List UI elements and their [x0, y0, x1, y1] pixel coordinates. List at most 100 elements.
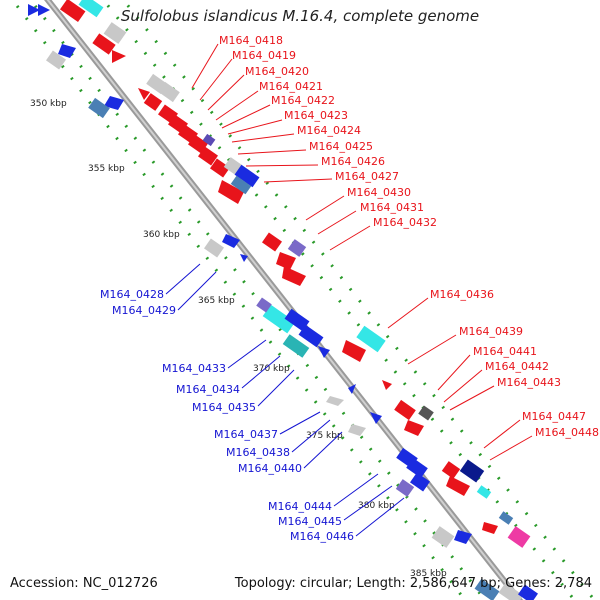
gene-glyph[interactable] — [356, 325, 386, 353]
gene-glyph[interactable] — [476, 485, 492, 499]
gene-glyph[interactable] — [482, 522, 498, 534]
gene-glyph[interactable] — [342, 340, 366, 362]
gene-glyph[interactable] — [92, 33, 116, 55]
gene-glyph[interactable] — [222, 234, 240, 248]
gene-label[interactable]: M164_0442 — [485, 360, 549, 373]
gene-glyph[interactable] — [406, 457, 428, 479]
gene-glyph[interactable] — [382, 380, 392, 390]
gene-glyph[interactable] — [240, 254, 248, 262]
gene-label[interactable]: M164_0431 — [360, 201, 424, 214]
gene-glyph[interactable] — [431, 526, 455, 548]
gene-label[interactable]: M164_0445 — [278, 515, 342, 528]
gene-glyph[interactable] — [518, 584, 538, 600]
gene-glyph[interactable] — [370, 412, 382, 424]
reverse-gene-labels: M164_0428 M164_0429 M164_0433 M164_0434 … — [100, 288, 354, 543]
gene-glyph[interactable] — [282, 334, 310, 358]
gene-glyph[interactable] — [507, 526, 531, 548]
gene-label[interactable]: M164_0429 — [112, 304, 176, 317]
gene-glyph[interactable] — [348, 424, 366, 436]
gene-features — [28, 0, 538, 600]
gene-glyph[interactable] — [395, 479, 415, 497]
accession-text: Accession: NC_012726 — [10, 576, 158, 591]
gene-glyph[interactable] — [210, 158, 230, 178]
gene-glyph[interactable] — [262, 304, 296, 334]
gene-glyph[interactable] — [394, 399, 416, 421]
gene-label[interactable]: M164_0443 — [497, 376, 561, 389]
gene-glyph[interactable] — [104, 96, 124, 110]
gene-glyph[interactable] — [202, 133, 216, 147]
gene-glyph[interactable] — [143, 93, 163, 111]
gene-glyph[interactable] — [326, 396, 344, 406]
gene-label[interactable]: M164_0418 — [219, 34, 283, 47]
genome-summary-text: Topology: circular; Length: 2,586,647 bp… — [234, 576, 592, 591]
gene-label[interactable]: M164_0420 — [245, 65, 309, 78]
scale-label: 355 kbp — [88, 164, 125, 174]
gene-glyph[interactable] — [284, 308, 310, 332]
gene-label[interactable]: M164_0447 — [522, 410, 586, 423]
gene-label[interactable]: M164_0439 — [459, 325, 523, 338]
gene-glyph[interactable] — [454, 530, 472, 544]
gene-label[interactable]: M164_0436 — [430, 288, 494, 301]
gene-glyph[interactable] — [262, 232, 282, 252]
gene-label[interactable]: M164_0425 — [309, 140, 373, 153]
gene-glyph[interactable] — [28, 4, 40, 16]
gene-glyph[interactable] — [38, 4, 50, 16]
gene-glyph[interactable] — [138, 88, 150, 100]
gene-glyph[interactable] — [418, 405, 434, 421]
gene-glyph[interactable] — [410, 472, 430, 492]
scale-label: 365 kbp — [198, 296, 235, 306]
gene-label[interactable]: M164_0430 — [347, 186, 411, 199]
gene-label[interactable]: M164_0437 — [214, 428, 278, 441]
gene-label[interactable]: M164_0424 — [297, 124, 361, 137]
gene-label[interactable]: M164_0421 — [259, 80, 323, 93]
gene-glyph[interactable] — [204, 238, 224, 258]
gene-glyph[interactable] — [276, 252, 296, 270]
gene-label[interactable]: M164_0432 — [373, 216, 437, 229]
gene-glyph[interactable] — [58, 44, 76, 58]
gene-label[interactable]: M164_0422 — [271, 94, 335, 107]
gene-label[interactable]: M164_0427 — [335, 170, 399, 183]
gene-label[interactable]: M164_0435 — [192, 401, 256, 414]
gene-label[interactable]: M164_0426 — [321, 155, 385, 168]
scale-label: 370 kbp — [253, 364, 290, 374]
gene-glyph[interactable] — [103, 22, 127, 44]
gene-label[interactable]: M164_0446 — [290, 530, 354, 543]
gene-glyph[interactable] — [78, 0, 104, 18]
gene-glyph[interactable] — [298, 324, 324, 348]
gene-glyph[interactable] — [88, 97, 110, 119]
gene-label[interactable]: M164_0441 — [473, 345, 537, 358]
gene-glyph[interactable] — [256, 297, 272, 313]
gene-label[interactable]: M164_0438 — [226, 446, 290, 459]
gene-glyph[interactable] — [158, 81, 180, 103]
gene-glyph[interactable] — [287, 239, 307, 257]
gene-glyph[interactable] — [441, 461, 461, 479]
gene-label[interactable]: M164_0434 — [176, 383, 240, 396]
gene-label[interactable]: M164_0433 — [162, 362, 226, 375]
scale-label: 375 kbp — [306, 431, 343, 441]
gene-glyph[interactable] — [112, 50, 126, 63]
gene-label[interactable]: M164_0448 — [535, 426, 599, 439]
gene-glyph[interactable] — [459, 459, 485, 483]
gene-glyph[interactable] — [218, 180, 244, 204]
gene-glyph[interactable] — [234, 164, 260, 188]
gene-glyph[interactable] — [404, 420, 424, 436]
gene-glyph[interactable] — [282, 266, 306, 286]
gene-label[interactable]: M164_0419 — [232, 49, 296, 62]
scale-labels: 350 kbp 355 kbp 360 kbp 365 kbp 370 kbp … — [30, 99, 447, 579]
gene-glyph[interactable] — [188, 134, 208, 154]
gene-glyph[interactable] — [498, 511, 514, 525]
gene-label[interactable]: M164_0440 — [238, 462, 302, 475]
gene-glyph[interactable] — [318, 346, 330, 358]
gene-glyph[interactable] — [46, 50, 66, 70]
gene-label[interactable]: M164_0444 — [268, 500, 332, 513]
gene-label[interactable]: M164_0423 — [284, 109, 348, 122]
scale-label: 380 kbp — [358, 501, 395, 511]
gene-glyph[interactable] — [59, 0, 86, 23]
gene-label[interactable]: M164_0428 — [100, 288, 164, 301]
gene-glyph[interactable] — [198, 146, 218, 166]
scale-label: 350 kbp — [30, 99, 67, 109]
gene-glyph[interactable] — [474, 578, 500, 600]
gene-glyph[interactable] — [230, 175, 252, 195]
gene-glyph[interactable] — [446, 476, 470, 496]
gene-glyph[interactable] — [348, 384, 356, 394]
